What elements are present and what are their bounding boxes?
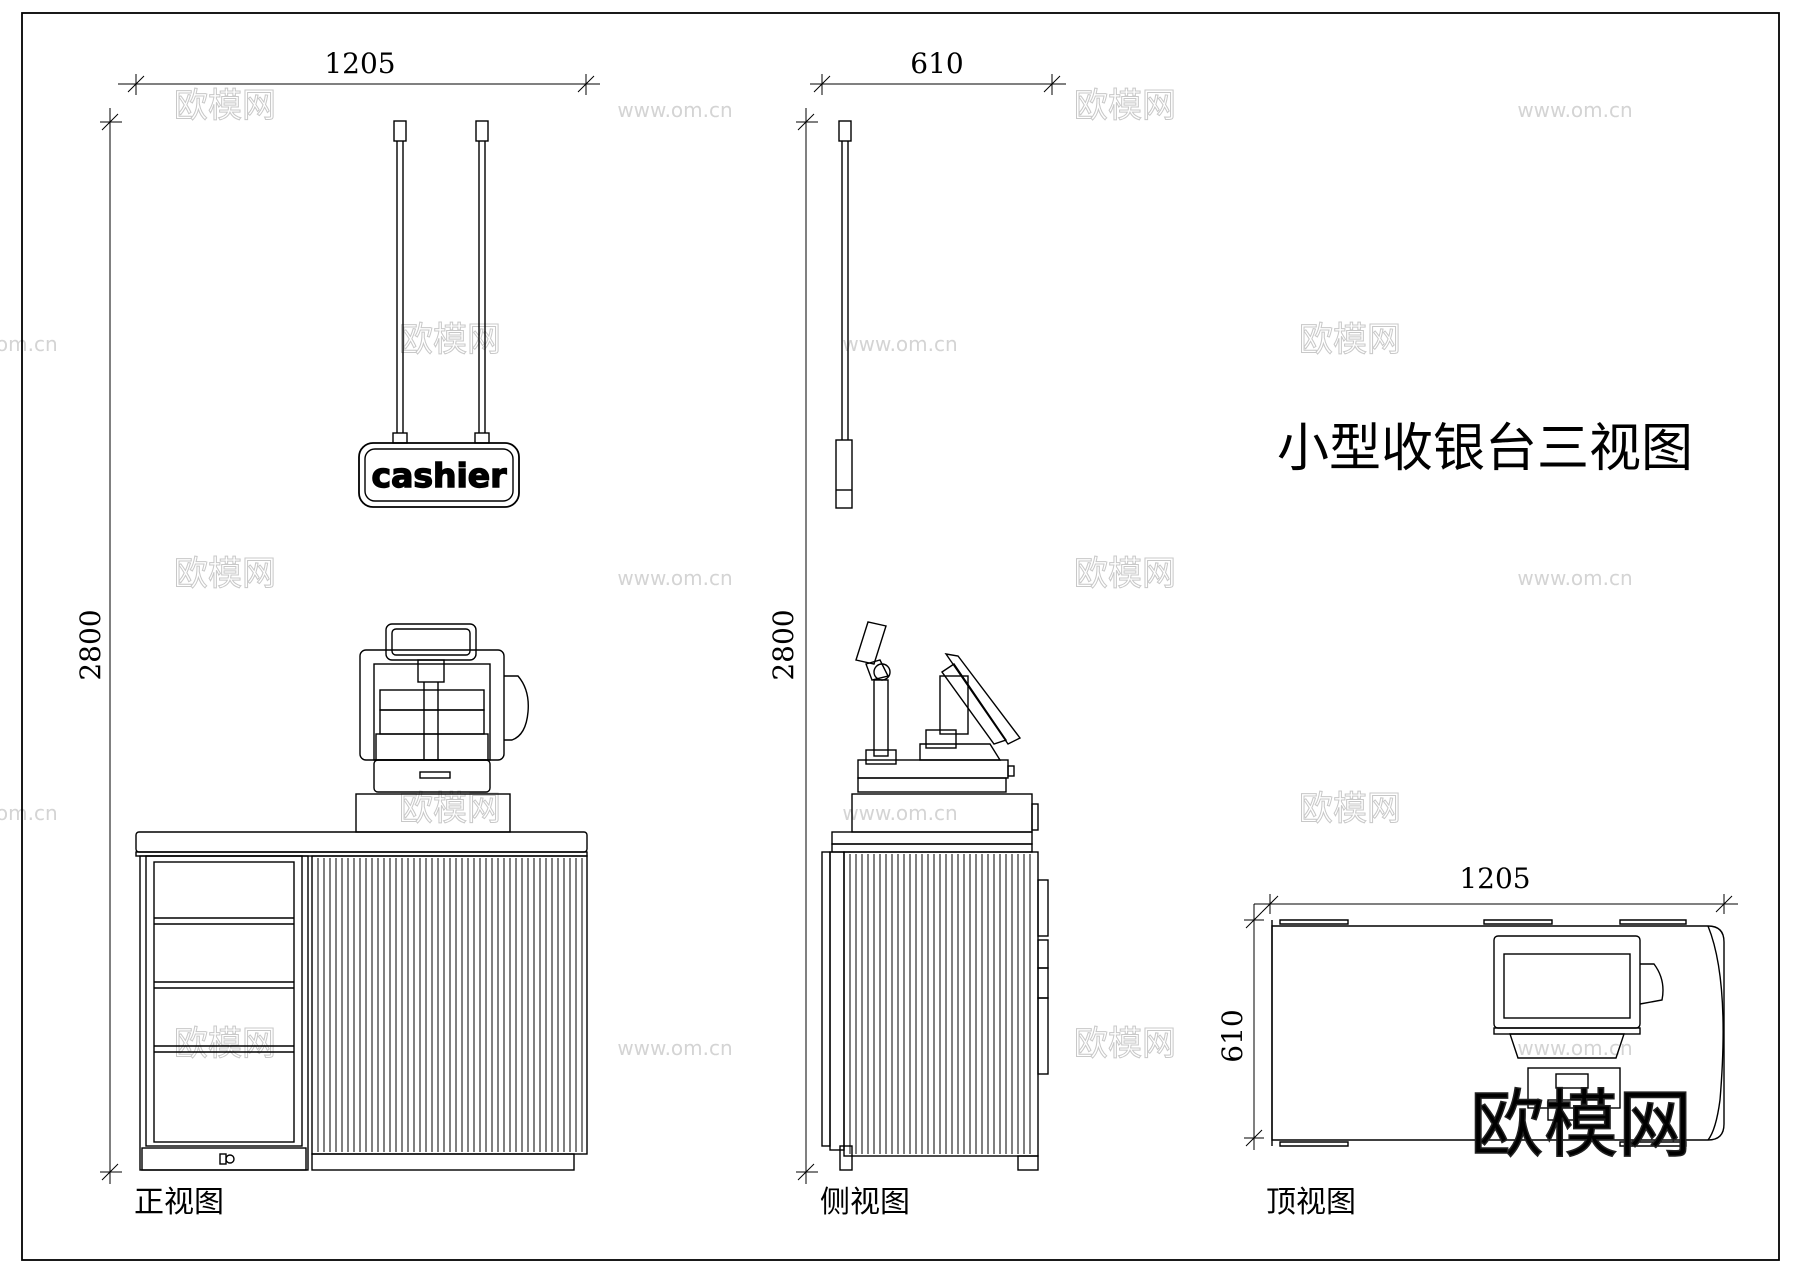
- watermark-logo: 欧模网: [1299, 320, 1401, 360]
- front-counter: [135, 831, 588, 1171]
- front-width-dimension: 1205: [118, 47, 600, 95]
- side-width-dimension: 610: [810, 47, 1066, 95]
- watermark-url: www.om.cn: [617, 98, 732, 122]
- front-slat-panel: [317, 858, 583, 1152]
- side-view: 610 2800: [767, 47, 1066, 1220]
- side-height-label: 2800: [767, 609, 800, 680]
- side-counter: [821, 831, 1049, 1171]
- front-width-label: 1205: [324, 47, 395, 80]
- top-view-label: 顶视图: [1266, 1185, 1356, 1220]
- drawing-frame: [21, 12, 1780, 1261]
- watermark-logo: 欧模网: [1074, 1024, 1176, 1064]
- front-height-dimension: 2800: [74, 108, 122, 1184]
- side-height-dimension: 2800: [767, 108, 818, 1184]
- top-width-dimension: 1205: [1254, 862, 1738, 914]
- side-sign: [835, 120, 853, 509]
- watermark-url: www.om.cn: [617, 1036, 732, 1060]
- watermark-logo: 欧模网: [399, 320, 501, 360]
- cashier-sign-text: cashier: [372, 456, 508, 495]
- front-height-label: 2800: [74, 609, 107, 680]
- watermark-url: www.om.cn: [0, 332, 58, 356]
- front-view: 1205 2800 cashier: [74, 47, 600, 1220]
- top-counter: [1271, 919, 1725, 1147]
- watermark-logo: 欧模网: [399, 789, 501, 829]
- side-pos-machine: [851, 621, 1039, 833]
- watermark-url: www.om.cn: [1517, 566, 1632, 590]
- cashier-sign: cashier: [358, 120, 520, 508]
- side-view-label: 侧视图: [820, 1185, 910, 1220]
- top-depth-dimension: 610: [1216, 904, 1264, 1150]
- watermark-logo: 欧模网: [1074, 86, 1176, 126]
- top-view: 1205 610: [1216, 862, 1738, 1220]
- watermark-logo-large: 欧模网: [1470, 1082, 1692, 1168]
- drawing-title: 小型收银台三视图: [1277, 419, 1693, 479]
- top-depth-label: 610: [1216, 1009, 1249, 1062]
- watermark-url: www.om.cn: [1517, 1036, 1632, 1060]
- front-pos-machine: [355, 623, 529, 833]
- watermark-url: www.om.cn: [1517, 98, 1632, 122]
- top-width-label: 1205: [1459, 862, 1530, 895]
- watermark-url: www.om.cn: [842, 332, 957, 356]
- watermark-url: www.om.cn: [0, 801, 58, 825]
- watermark-logo: 欧模网: [1074, 554, 1176, 594]
- watermark-logo: 欧模网: [174, 1024, 276, 1064]
- side-slat-panel: [849, 854, 1031, 1154]
- front-view-label: 正视图: [134, 1185, 224, 1220]
- watermark-url: www.om.cn: [842, 801, 957, 825]
- watermark-logo: 欧模网: [174, 554, 276, 594]
- watermark-logo: 欧模网: [1299, 789, 1401, 829]
- side-width-label: 610: [910, 47, 963, 80]
- watermark-logo: 欧模网: [174, 86, 276, 126]
- watermark-url: www.om.cn: [617, 566, 732, 590]
